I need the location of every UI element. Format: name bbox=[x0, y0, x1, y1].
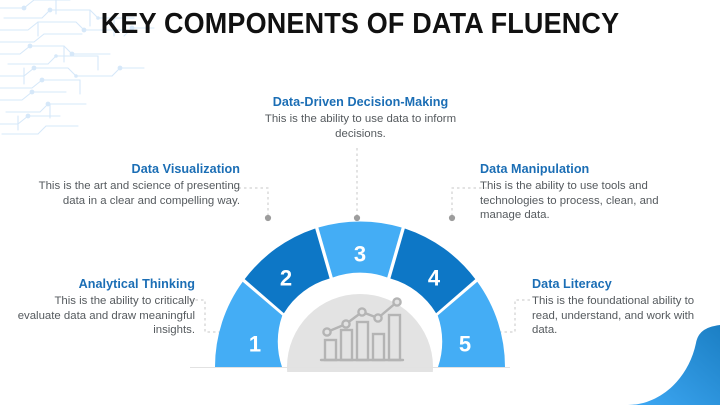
segment-number-3: 3 bbox=[354, 242, 366, 267]
segment-number-5: 5 bbox=[459, 332, 471, 357]
heading-data-visualization: Data Visualization bbox=[131, 162, 240, 176]
segment-number-4: 4 bbox=[428, 266, 441, 291]
segment-number-1: 1 bbox=[249, 332, 261, 357]
body-data-manipulation: This is the ability to use tools and tec… bbox=[480, 180, 659, 222]
segment-3 bbox=[318, 221, 402, 278]
segment-2 bbox=[244, 228, 330, 314]
semicircle-diagram: 1 2 3 4 5 bbox=[215, 212, 505, 372]
body-data-literacy: This is the foundational ability to read… bbox=[532, 295, 695, 337]
segment-group bbox=[215, 221, 505, 367]
label-data-visualization: Data Visualization This is the art and s… bbox=[35, 162, 240, 208]
label-data-literacy: Data Literacy This is the foundational a… bbox=[532, 277, 712, 338]
body-data-driven-decision-making: This is the ability to use data to infor… bbox=[264, 113, 457, 140]
segment-5 bbox=[437, 281, 505, 367]
label-data-manipulation: Data Manipulation This is the ability to… bbox=[480, 162, 670, 223]
segment-4 bbox=[390, 228, 476, 314]
body-data-visualization: This is the art and science of presentin… bbox=[38, 180, 240, 207]
label-data-driven-decision-making: Data-Driven Decision-Making This is the … bbox=[248, 95, 473, 141]
label-analytical-thinking: Analytical Thinking This is the ability … bbox=[15, 277, 195, 338]
heading-data-literacy: Data Literacy bbox=[532, 277, 612, 291]
heading-data-driven-decision-making: Data-Driven Decision-Making bbox=[272, 95, 449, 109]
slide-title: KEY COMPONENTS OF DATA FLUENCY bbox=[100, 8, 620, 40]
center-hub bbox=[287, 294, 433, 372]
bar-chart-growth-icon bbox=[319, 297, 405, 362]
ground-baseline bbox=[190, 367, 510, 368]
segment-number-2: 2 bbox=[280, 266, 292, 291]
segment-1 bbox=[215, 281, 283, 367]
body-analytical-thinking: This is the ability to critically evalua… bbox=[17, 295, 195, 337]
heading-data-manipulation: Data Manipulation bbox=[480, 162, 590, 176]
heading-analytical-thinking: Analytical Thinking bbox=[78, 277, 195, 291]
